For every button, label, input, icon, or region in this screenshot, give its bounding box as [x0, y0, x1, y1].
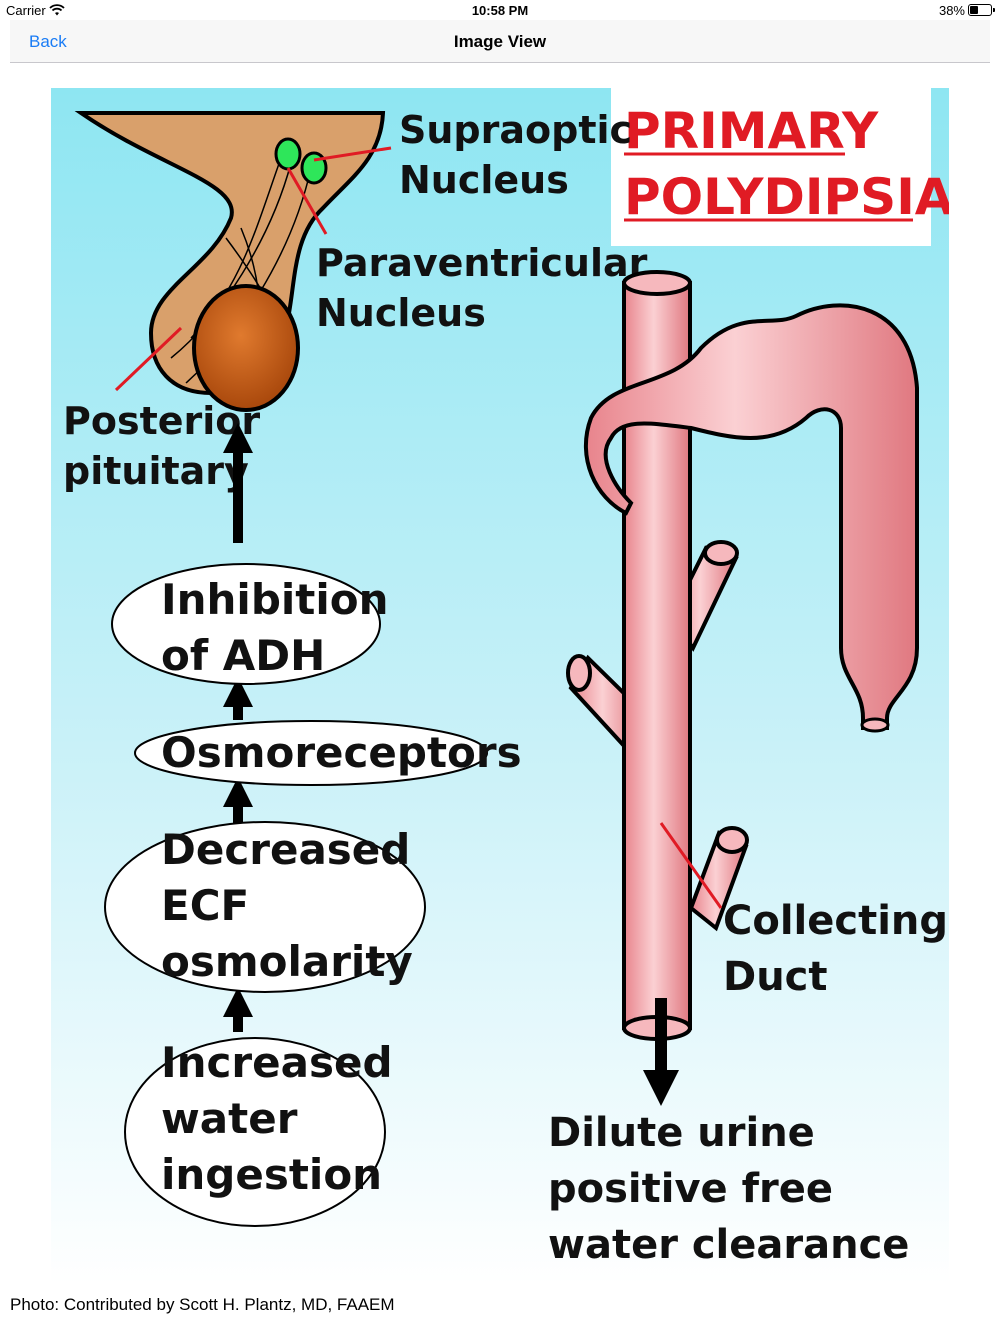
- outcome-line2: positive free: [548, 1166, 833, 1212]
- label-collecting-2: Duct: [723, 954, 828, 1000]
- increased-line3: ingestion: [161, 1150, 382, 1199]
- flow-inhibition-adh: Inhibition of ADH: [111, 563, 389, 685]
- label-posterior-2: pituitary: [63, 449, 249, 493]
- flow-increased-water: Increased water ingestion: [124, 1037, 393, 1227]
- navigation-bar: Back Image View: [10, 20, 990, 63]
- diagram-title-line2: POLYDIPSIA: [624, 168, 949, 226]
- osmoreceptors-label: Osmoreceptors: [161, 728, 522, 777]
- battery-fill: [970, 6, 978, 14]
- flow-osmoreceptors: Osmoreceptors: [134, 720, 522, 786]
- battery-percent: 38%: [938, 3, 965, 18]
- status-time: 10:58 PM: [471, 3, 529, 18]
- inhibition-line2: of ADH: [161, 631, 325, 680]
- nav-title: Image View: [453, 32, 547, 51]
- battery-icon: [968, 4, 995, 16]
- decreased-line2: ECF: [161, 881, 249, 930]
- label-supraoptic-2: Nucleus: [399, 158, 569, 202]
- diagram-title-line1: PRIMARY: [624, 102, 879, 160]
- photo-caption: Photo: Contributed by Scott H. Plantz, M…: [10, 1295, 395, 1314]
- inhibition-line1: Inhibition: [161, 575, 389, 624]
- flow-decreased-ecf: Decreased ECF osmolarity: [104, 821, 426, 993]
- label-posterior-1: Posterior: [63, 399, 260, 443]
- increased-line2: water: [161, 1094, 298, 1143]
- outcome-line1: Dilute urine: [548, 1110, 815, 1156]
- increased-line1: Increased: [161, 1038, 393, 1087]
- diagram-image[interactable]: PRIMARY POLYDIPSIA Supraoptic Nucleus Pa…: [51, 88, 949, 1285]
- collecting-duct-illustration: [566, 270, 919, 1106]
- title-box: PRIMARY POLYDIPSIA: [611, 88, 949, 246]
- decreased-line3: osmolarity: [161, 937, 413, 986]
- label-paraventricular-2: Nucleus: [316, 291, 486, 335]
- primary-polydipsia-diagram: PRIMARY POLYDIPSIA Supraoptic Nucleus Pa…: [51, 88, 949, 1285]
- status-bar: Carrier 10:58 PM 38%: [0, 0, 1000, 20]
- label-supraoptic-1: Supraoptic: [399, 108, 632, 152]
- decreased-line1: Decreased: [161, 825, 410, 874]
- battery-nub: [993, 8, 995, 12]
- carrier-label: Carrier: [6, 3, 46, 18]
- pituitary-illustration: [74, 111, 392, 412]
- label-paraventricular-1: Paraventricular: [316, 241, 648, 285]
- wifi-icon: [49, 4, 65, 16]
- back-button[interactable]: Back: [29, 32, 67, 51]
- outcome-line3: water clearance: [548, 1222, 909, 1268]
- label-collecting-1: Collecting: [723, 898, 948, 944]
